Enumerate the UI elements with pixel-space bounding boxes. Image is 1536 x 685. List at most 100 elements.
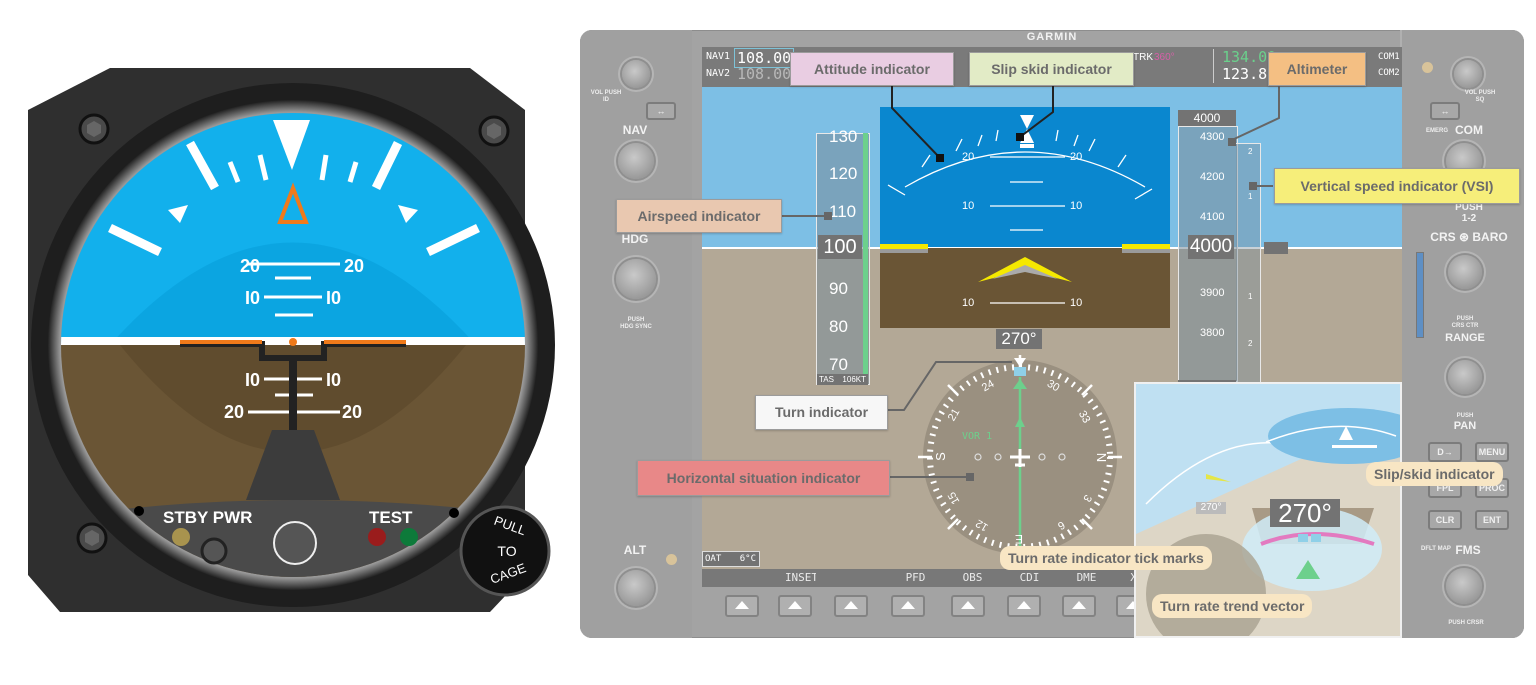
alt-tick-4200: 4200 xyxy=(1200,171,1225,183)
zero-bank-pointer xyxy=(273,120,310,170)
ent-button[interactable]: ENT xyxy=(1475,510,1509,530)
softkey-3-button[interactable] xyxy=(834,595,868,617)
aircraft-icon xyxy=(1010,449,1030,467)
dimmer-slider[interactable] xyxy=(1416,252,1424,338)
pitch-10-right: 10 xyxy=(1070,200,1083,212)
hdg-knob[interactable] xyxy=(616,259,656,299)
pitch-label-down20-left: 20 xyxy=(223,402,244,422)
com-vol-knob[interactable] xyxy=(1454,60,1482,88)
crs-baro-label: CRS ⊛ BARO xyxy=(1430,230,1508,244)
pan-label: PAN xyxy=(1453,420,1477,432)
tas-readout: TAS 106KT xyxy=(817,374,868,385)
clr-button[interactable]: CLR xyxy=(1428,510,1462,530)
nav-vol-label: VOL PUSH ID xyxy=(590,90,622,103)
softkey-obs-button[interactable] xyxy=(951,595,985,617)
fms-knob[interactable] xyxy=(1446,568,1482,604)
alt-tick-3900: 3900 xyxy=(1200,287,1225,299)
pitch-label-down10-right: I0 xyxy=(326,370,342,390)
pitch-label-up20-left: 20 xyxy=(239,256,260,276)
pitch-label-down20-right: 20 xyxy=(342,402,363,422)
softkey-inset-button[interactable] xyxy=(778,595,812,617)
alt-tick-4300: 4300 xyxy=(1200,131,1225,143)
range-pan-knob[interactable] xyxy=(1448,360,1482,394)
crs-baro-knob[interactable] xyxy=(1448,255,1482,289)
nav-swap-button[interactable]: ↔ xyxy=(646,102,676,120)
slip-skid-triangle-icon xyxy=(1020,129,1034,143)
pitch-20-left: 20 xyxy=(962,151,975,163)
callout-altimeter: Altimeter xyxy=(1268,52,1366,86)
pitch-label-down10-left: I0 xyxy=(244,370,260,390)
menu-button[interactable]: MENU xyxy=(1475,442,1509,462)
com1-label: COM1 xyxy=(1378,52,1400,62)
push-12-label: PUSH 1-2 xyxy=(1455,202,1483,224)
com2-frequency[interactable]: 123.80 xyxy=(1222,65,1277,83)
nav-knob[interactable] xyxy=(618,143,654,179)
garmin-brand: GARMIN xyxy=(1026,31,1078,43)
stby-pwr-label: STBY PWR xyxy=(163,508,253,527)
vsi-pointer xyxy=(1264,242,1288,254)
vsi-tick-up1: 1 xyxy=(1248,192,1253,201)
com2-label: COM2 xyxy=(1378,68,1400,78)
trk-value: 360° xyxy=(1154,52,1175,63)
callout-slip-skid-indicator: Slip skid indicator xyxy=(969,52,1134,86)
pitch-neg10-right: 10 xyxy=(1070,297,1083,309)
oat-readout: OAT 6°C xyxy=(702,551,760,567)
left-bezel xyxy=(580,30,692,638)
com1-frequency[interactable]: 134.00 xyxy=(1222,48,1277,66)
push-hdg-sync-label: PUSH HDG SYNC xyxy=(620,317,652,330)
alt-indicator-light xyxy=(666,554,677,565)
airspeed-tick-90: 90 xyxy=(829,279,848,298)
push-crs-ctr-label: PUSH CRS CTR xyxy=(1451,316,1479,329)
callout-turn-indicator: Turn indicator xyxy=(755,395,888,430)
test-green-light xyxy=(400,528,418,546)
nav2-frequency[interactable]: 108.00 xyxy=(737,65,792,83)
nav-vol-knob[interactable] xyxy=(622,60,650,88)
airspeed-current: 100 xyxy=(818,235,862,259)
airspeed-tick-130: 130 xyxy=(829,127,858,146)
vsi-tick-down1: 1 xyxy=(1248,292,1253,301)
pitch-label-up10-left: I0 xyxy=(244,288,260,308)
nav1-label: NAV1 xyxy=(706,51,731,62)
airspeed-green-arc xyxy=(863,133,868,383)
analog-attitude-graphic xyxy=(28,68,555,612)
callout-turn-rate-tick-marks: Turn rate indicator tick marks xyxy=(1000,546,1212,570)
inset-heading-readout: 270° xyxy=(1270,499,1340,527)
alt-knob[interactable] xyxy=(618,570,654,606)
cage-text-to: TO xyxy=(497,543,517,559)
vsi-tick-up2: 2 xyxy=(1248,147,1253,156)
bank-scale-pointer-base xyxy=(246,430,340,500)
trk-label: TRK xyxy=(1133,52,1153,63)
softkey-pfd-button[interactable] xyxy=(891,595,925,617)
adjust-knob xyxy=(273,521,317,565)
nav-source-label: VOR 1 xyxy=(962,431,993,442)
top-bar-divider xyxy=(1213,49,1214,83)
pitch-label-up20-right: 20 xyxy=(344,256,365,276)
bank-pointer-icon xyxy=(277,182,309,224)
range-label: RANGE xyxy=(1445,332,1485,344)
softkey-dme-button[interactable] xyxy=(1062,595,1096,617)
alt-tick-4100: 4100 xyxy=(1200,211,1225,223)
airspeed-tape xyxy=(816,133,870,385)
com-label: COM xyxy=(1455,123,1483,137)
airspeed-tick-80: 80 xyxy=(829,317,848,336)
emerg-label: EMERG xyxy=(1425,128,1448,134)
test-label: TEST xyxy=(369,508,413,527)
callout-turn-rate-trend-vector: Turn rate trend vector xyxy=(1152,594,1313,618)
test-red-light xyxy=(368,528,386,546)
heading-readout[interactable]: 270° xyxy=(996,329,1042,349)
pitch-neg10-left: 10 xyxy=(962,297,975,309)
softkey-cdi-button[interactable] xyxy=(1007,595,1041,617)
roll-pointer-icon xyxy=(1020,115,1034,129)
callout-airspeed-indicator: Airspeed indicator xyxy=(616,199,782,233)
selected-altitude[interactable]: 4000 xyxy=(1178,110,1236,126)
airspeed-tick-70: 70 xyxy=(829,355,848,374)
com-swap-button[interactable]: ↔ xyxy=(1430,102,1460,120)
nav2-label: NAV2 xyxy=(706,68,731,79)
fms-label: FMS xyxy=(1455,543,1481,557)
softkey-1-button[interactable] xyxy=(725,595,759,617)
push-crsr-label: PUSH CRSR xyxy=(1448,620,1484,626)
callout-attitude-indicator: Attitude indicator xyxy=(790,52,954,86)
callout-hsi: Horizontal situation indicator xyxy=(637,460,890,496)
direct-to-button[interactable]: D→ xyxy=(1428,442,1462,462)
com-indicator-light xyxy=(1422,62,1433,73)
